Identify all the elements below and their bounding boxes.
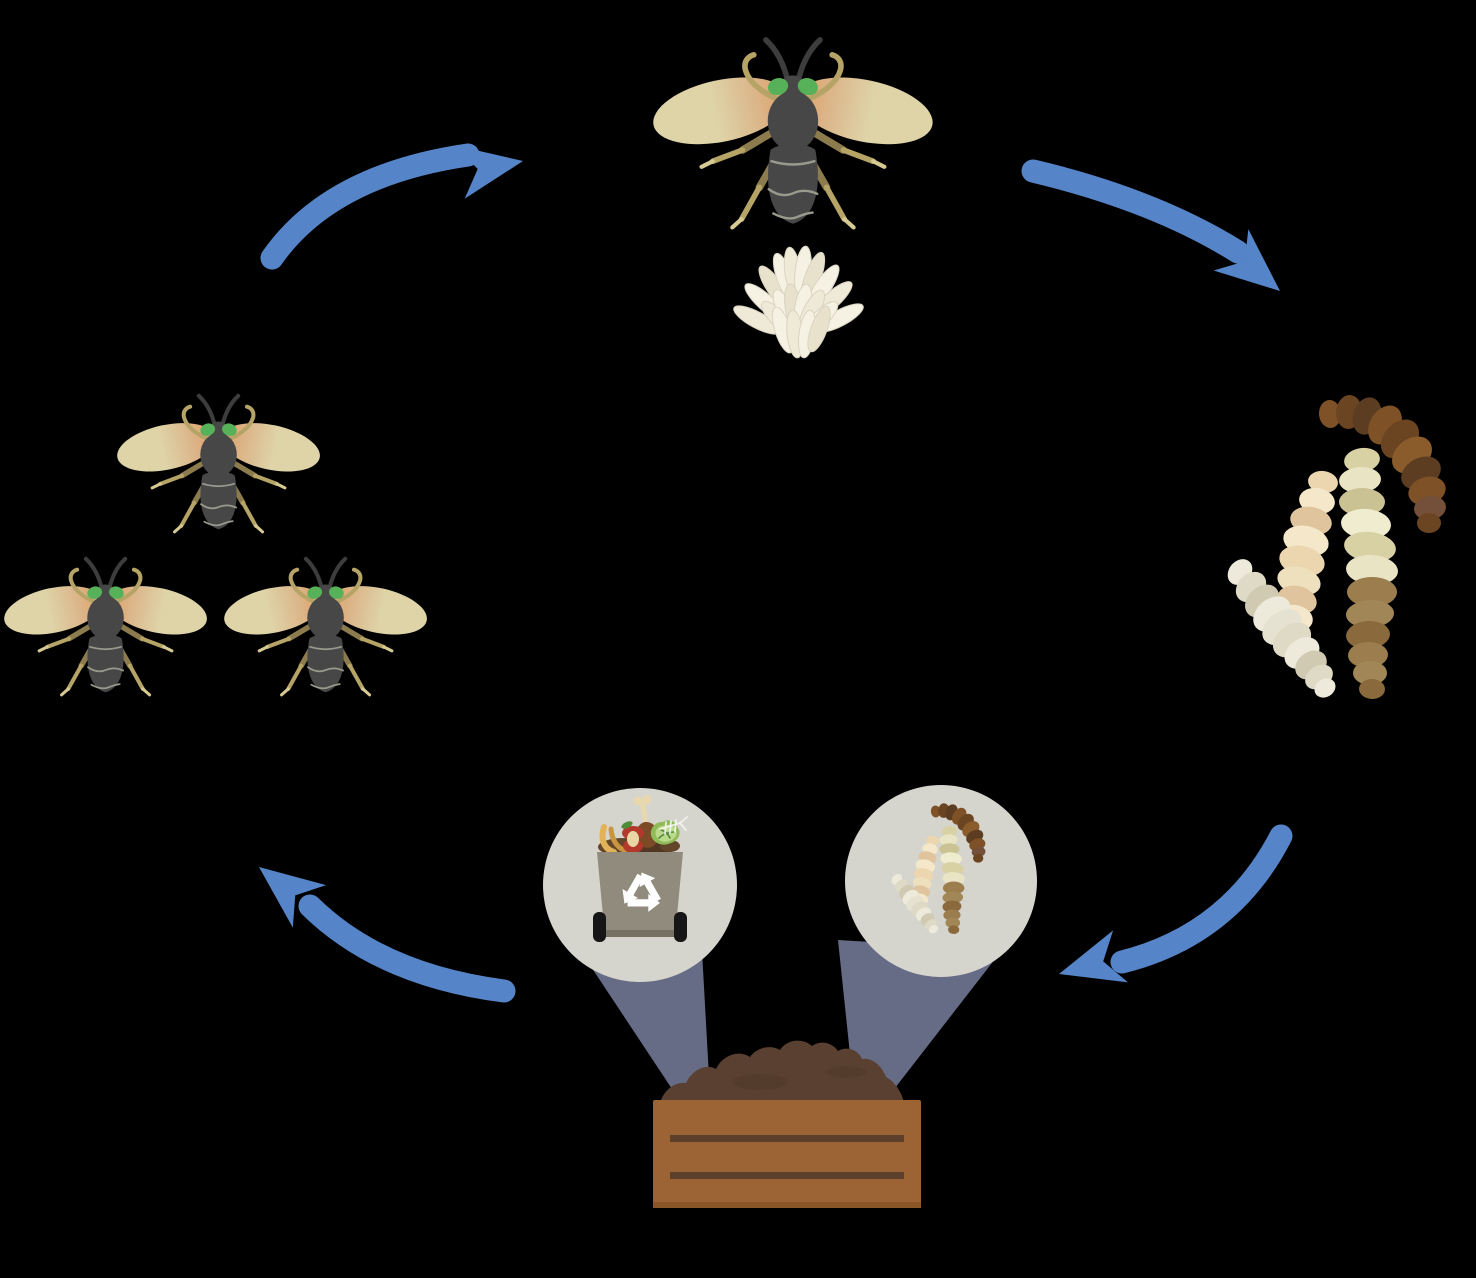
- adult-fly-icon: [647, 40, 939, 228]
- recycle-icon: [622, 872, 661, 912]
- egg-cluster-icon: [729, 244, 868, 360]
- arrow-bottom-right: [1051, 824, 1293, 1000]
- arrow-top-left: [260, 134, 528, 270]
- food-waste-bin-icon: [593, 795, 688, 942]
- adult-fly-icon: [0, 559, 211, 695]
- magnifier-circle-right: [845, 785, 1037, 977]
- apple-core: [621, 821, 644, 853]
- magnifier-beam-right: [838, 940, 1002, 1088]
- cycle-arrows: [242, 134, 1298, 1003]
- stage-adult-laying-eggs: [647, 40, 939, 360]
- banana-peel: [608, 826, 630, 854]
- adult-fly-icon: [113, 396, 325, 532]
- compost-shadow: [826, 1066, 866, 1078]
- fish-skeleton: [659, 816, 688, 835]
- arrow-top-right: [1021, 159, 1298, 312]
- banana-peel: [599, 824, 617, 855]
- bin-wheel: [674, 912, 687, 942]
- compost-mound: [660, 1040, 904, 1103]
- food-waste: [598, 795, 688, 856]
- wheelie-bin: [597, 852, 683, 937]
- arrow-bottom-left: [242, 845, 516, 1003]
- compost-shadow: [732, 1074, 788, 1090]
- larvae-cluster-icon: [1222, 393, 1450, 702]
- stage-adult-flies: [0, 396, 431, 695]
- stage-composting: [543, 785, 1037, 1208]
- stage-larvae: [1222, 393, 1450, 702]
- adult-fly-icon: [220, 559, 432, 695]
- compost-crate-icon: [653, 1100, 921, 1208]
- bin-wheel: [593, 912, 606, 942]
